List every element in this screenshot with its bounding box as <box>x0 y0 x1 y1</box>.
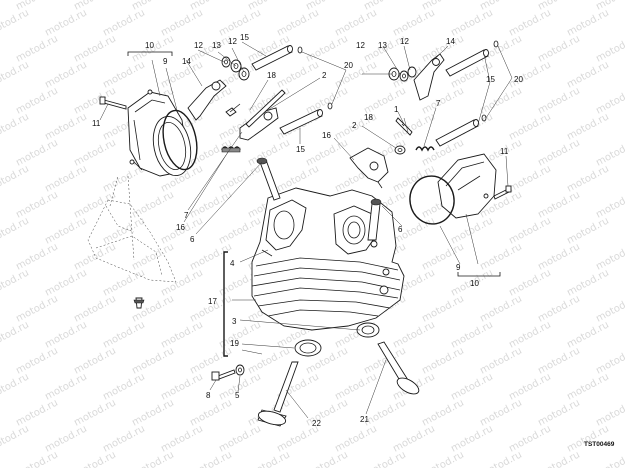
label-22: 22 <box>312 419 321 428</box>
label-2-right: 2 <box>352 121 357 130</box>
label-10-left: 10 <box>145 41 154 50</box>
right-o-ring-20-top <box>493 40 499 48</box>
label-5: 5 <box>235 391 240 400</box>
label-8: 8 <box>206 391 211 400</box>
head-bolt-8 <box>211 369 236 381</box>
label-12-left-b: 12 <box>228 37 237 46</box>
label-14-left: 14 <box>182 57 191 66</box>
label-16-left: 16 <box>176 223 185 232</box>
pin-2-right <box>394 145 406 155</box>
label-9-left: 9 <box>163 57 168 66</box>
leader-lines <box>99 41 513 419</box>
label-10-right: 10 <box>470 279 479 288</box>
right-washer-12b <box>407 66 417 78</box>
label-11-right: 11 <box>500 147 509 156</box>
label-6-left: 6 <box>190 235 195 244</box>
label-13-left: 13 <box>212 41 221 50</box>
label-15-mid: 15 <box>296 145 305 154</box>
label-12-right-b: 12 <box>400 37 409 46</box>
label-7-left: 7 <box>184 211 189 220</box>
left-lower-bracket <box>87 175 177 309</box>
left-washer-12b <box>238 67 250 81</box>
label-6-right: 6 <box>398 225 403 234</box>
label-15-right: 15 <box>486 75 495 84</box>
label-18-left: 18 <box>267 71 276 80</box>
label-20-right: 20 <box>514 75 523 84</box>
right-o-ring-20-low <box>481 114 487 122</box>
washer-5 <box>235 364 245 376</box>
drawing-code: TST00469 <box>584 441 615 448</box>
bracket-10-left <box>127 51 173 56</box>
right-cover-gasket <box>409 175 455 225</box>
right-valve-cover <box>437 153 497 219</box>
intake-valve-22 <box>257 361 299 427</box>
left-o-ring-20 <box>297 46 303 54</box>
label-20-left: 20 <box>344 61 353 70</box>
label-13-right: 13 <box>378 41 387 50</box>
valve-guide-left <box>256 157 281 201</box>
left-valve-cover <box>127 89 192 177</box>
bracket-10-right <box>457 272 501 277</box>
right-rocker-shaft-15-top <box>445 49 489 77</box>
rocker-arm-16-right <box>349 147 389 189</box>
left-cover-bolt <box>99 96 127 110</box>
cylinder-head-body <box>251 187 405 331</box>
label-17: 17 <box>208 297 217 306</box>
valve-seat-left <box>294 339 322 357</box>
rocker-arm-7-left <box>239 107 279 141</box>
left-rocker-shaft-15 <box>251 45 293 71</box>
right-cover-bolt <box>493 185 512 200</box>
label-16-right: 16 <box>322 131 331 140</box>
label-18-right: 18 <box>364 113 373 122</box>
label-2-left: 2 <box>322 71 327 80</box>
right-rocker-arm-14 <box>413 53 445 101</box>
valve-guide-right <box>367 198 382 241</box>
part-labels: 10 9 11 14 12 13 12 15 18 2 20 15 7 16 6… <box>92 33 615 448</box>
label-1: 1 <box>394 105 399 114</box>
label-12-left-a: 12 <box>194 41 203 50</box>
left-rocker-arm <box>187 79 227 121</box>
label-12-right-a: 12 <box>356 41 365 50</box>
label-11-left: 11 <box>92 119 101 128</box>
label-7-right: 7 <box>436 99 441 108</box>
label-19: 19 <box>230 339 239 348</box>
right-washer-13 <box>399 70 409 82</box>
label-14-right: 14 <box>446 37 455 46</box>
rocker-spring-right <box>415 146 435 152</box>
rocker-spring-left <box>221 146 241 153</box>
right-rocker-shaft-15-low <box>435 119 479 147</box>
pin-2-left <box>225 103 241 117</box>
label-15-left-top: 15 <box>240 33 249 42</box>
label-4: 4 <box>230 259 235 268</box>
label-21: 21 <box>360 415 369 424</box>
label-3: 3 <box>232 317 237 326</box>
o-ring-20-mid <box>327 102 333 110</box>
valve-seat-right <box>356 322 380 338</box>
pushrod-18-left <box>245 89 286 128</box>
bracket-17 <box>223 251 228 357</box>
left-cover-gasket <box>162 109 198 171</box>
pushrod-18-right <box>395 117 413 136</box>
exhaust-valve-21 <box>377 341 420 395</box>
label-9-right: 9 <box>456 263 461 272</box>
shaft-15-mid <box>279 109 323 135</box>
